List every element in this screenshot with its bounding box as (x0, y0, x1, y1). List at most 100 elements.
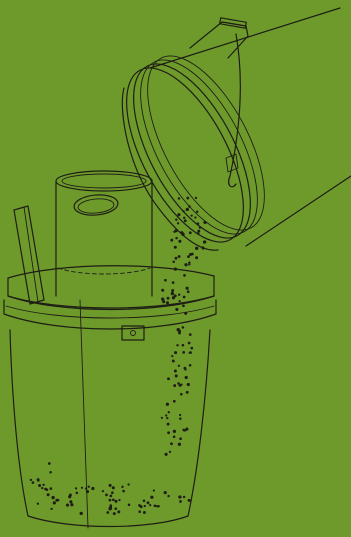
granule (180, 393, 183, 396)
granule (188, 205, 191, 208)
granule (85, 487, 87, 489)
granule (153, 489, 155, 491)
granule (166, 403, 169, 406)
granule (68, 495, 71, 498)
granule (189, 253, 192, 256)
granule (165, 414, 167, 416)
granule (37, 503, 39, 505)
granule (161, 289, 164, 292)
granule (196, 210, 198, 212)
granule (167, 423, 170, 426)
granule (30, 479, 32, 481)
granule (183, 217, 185, 219)
granule (109, 484, 112, 487)
granule (147, 501, 150, 504)
granule (88, 486, 90, 488)
granule (189, 364, 192, 367)
granule (171, 289, 174, 292)
granule (174, 246, 177, 249)
stir-stick-icon (14, 206, 44, 304)
granule (175, 229, 178, 232)
granule (109, 499, 112, 502)
granule (117, 510, 120, 513)
granule (185, 428, 188, 431)
granule (114, 500, 117, 503)
granule (172, 261, 175, 264)
granule (187, 290, 190, 293)
granule (81, 487, 83, 489)
granule (203, 221, 206, 224)
granule (188, 263, 190, 265)
granule (184, 263, 187, 266)
granule (55, 499, 58, 502)
granule (164, 279, 167, 282)
granule (168, 411, 170, 413)
granule (182, 344, 185, 347)
granule (140, 505, 143, 508)
granule (44, 488, 47, 491)
granule (42, 484, 44, 486)
granule (41, 487, 43, 489)
granule (173, 384, 176, 387)
granule (121, 486, 123, 488)
granule (108, 507, 111, 510)
granule (178, 197, 180, 199)
granule (174, 351, 177, 354)
granule (128, 504, 131, 507)
granule (178, 330, 181, 333)
granule (182, 326, 185, 329)
granule (184, 219, 187, 222)
granule (47, 493, 50, 496)
granule (178, 443, 181, 446)
granule (178, 495, 181, 498)
granule (53, 501, 56, 504)
granule (186, 197, 189, 200)
granule (197, 230, 200, 233)
granule (50, 508, 52, 510)
granule (194, 216, 196, 218)
granule (112, 486, 115, 489)
granule (199, 226, 201, 228)
granule (167, 431, 170, 434)
granule (178, 293, 180, 295)
granule (186, 208, 189, 211)
granule (185, 376, 188, 379)
granule (174, 370, 177, 373)
granule (112, 499, 115, 502)
granule (150, 496, 153, 499)
granule (175, 237, 178, 240)
granule (189, 231, 192, 234)
granule (182, 304, 185, 307)
granule (69, 500, 72, 503)
granule (51, 496, 54, 499)
granule (50, 487, 53, 490)
granule (149, 504, 151, 506)
granule (174, 267, 177, 270)
granule (175, 257, 178, 260)
granule (38, 484, 41, 487)
granule (180, 231, 183, 234)
granule (195, 256, 198, 259)
granule (175, 218, 177, 220)
granule (177, 213, 180, 216)
granule (127, 483, 129, 485)
granule (170, 442, 173, 445)
granule (179, 437, 182, 440)
granule (169, 451, 171, 453)
granule (183, 274, 186, 277)
granule (138, 510, 141, 513)
granule (102, 490, 104, 492)
granule (32, 481, 35, 484)
granule (190, 347, 193, 350)
granule (178, 240, 181, 243)
granule (174, 294, 177, 297)
granule (75, 487, 77, 489)
granule (195, 247, 198, 250)
granule (202, 247, 204, 249)
granule (162, 300, 165, 303)
granule (179, 417, 182, 420)
granule (176, 344, 178, 346)
granule (105, 494, 108, 497)
granule (167, 495, 169, 497)
granule (186, 391, 189, 394)
